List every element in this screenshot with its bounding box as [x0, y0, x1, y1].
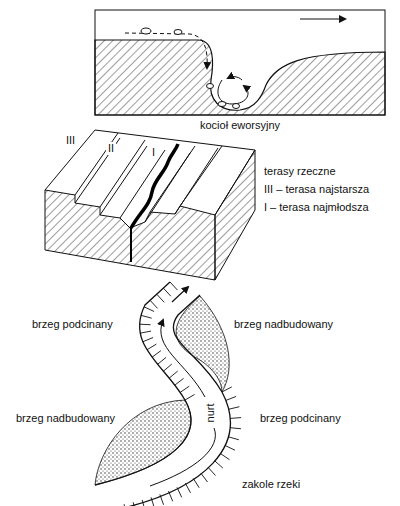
legend-note: I – terasa najmłodsza: [262, 201, 371, 214]
bank-hatch: [157, 294, 164, 302]
bank-label: brzeg nadbudowany: [232, 318, 335, 331]
bank-hatch: [124, 504, 126, 506]
bank-hatch: [215, 461, 223, 468]
bank-label: brzeg nadbudowany: [14, 412, 117, 425]
bank-hatch: [201, 473, 208, 482]
bank-hatch: [177, 487, 182, 497]
meander: [95, 282, 241, 506]
bank-hatch: [142, 500, 145, 506]
bank-hatch: [147, 344, 156, 350]
bank-hatch: [160, 494, 164, 504]
bank-hatch: [229, 407, 240, 410]
bank-hatch: [143, 338, 153, 342]
bank-hatch: [140, 324, 151, 326]
bank-hatch: [170, 282, 177, 290]
bank-hatch: [151, 497, 154, 506]
bank-hatch: [163, 364, 171, 371]
bank-hatch: [228, 437, 239, 440]
bank-hatch: [169, 491, 173, 501]
bank-hatch: [185, 395, 195, 400]
terrace-number: I: [150, 146, 157, 159]
bank-hatch: [230, 417, 241, 419]
bank-hatch: [169, 371, 177, 378]
current-label: nurt: [204, 402, 217, 425]
bank-hatch: [193, 478, 199, 487]
legend-heading: terasy rzeczne: [262, 165, 338, 178]
bank-hatch: [226, 396, 236, 400]
bank-hatch: [175, 378, 184, 385]
bank-hatch: [150, 300, 157, 308]
pothole-panel: [95, 10, 385, 115]
terrace-block: [45, 130, 255, 280]
bank-hatch: [133, 502, 136, 506]
bank-hatch: [225, 445, 235, 450]
terrace-number: II: [106, 142, 116, 155]
bank-hatch: [158, 357, 166, 364]
bank-hatch: [180, 386, 189, 392]
caption-label: kocioł eworsyjny: [198, 119, 282, 132]
bank-hatch: [185, 483, 190, 493]
bend-label: zakole rzeki: [240, 478, 302, 491]
bank-label: brzeg podcinany: [30, 318, 115, 331]
bank-hatch: [222, 387, 232, 392]
bank-hatch: [220, 453, 229, 459]
legend-note: III – terasa najstarsza: [262, 183, 371, 196]
bank-hatch: [141, 315, 152, 318]
bank-hatch: [152, 351, 161, 358]
bank-hatch: [163, 288, 170, 296]
bank-hatch: [144, 307, 154, 312]
terrace-number: III: [64, 134, 77, 147]
bank-hatch: [230, 428, 241, 429]
bank-hatch: [140, 331, 151, 333]
bank-label: brzeg podcinany: [258, 412, 343, 425]
bank-hatch: [208, 467, 215, 475]
